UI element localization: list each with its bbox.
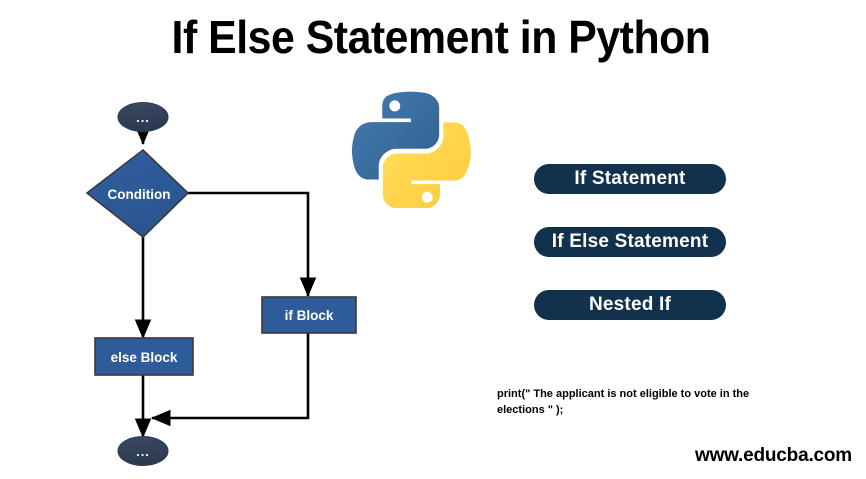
edge-condition-to-if-block bbox=[188, 191, 317, 298]
flowchart-node-start: ... bbox=[117, 102, 169, 132]
flowchart-node-end-label: ... bbox=[136, 444, 150, 459]
if-else-flowchart: ... Condition if Block else Block ... bbox=[0, 0, 380, 479]
flowchart-node-condition-label: Condition bbox=[108, 187, 171, 202]
flowchart-node-if-block: if Block bbox=[261, 296, 357, 334]
flowchart-node-if-block-label: if Block bbox=[285, 308, 334, 323]
pill-if-else-statement[interactable]: If Else Statement bbox=[534, 227, 726, 257]
flowchart-node-else-block-label: else Block bbox=[111, 350, 178, 365]
flowchart-node-end: ... bbox=[117, 436, 169, 466]
code-snippet-line-1: print(" The applicant is not eligible to… bbox=[497, 388, 750, 400]
code-snippet: print(" The applicant is not eligible to… bbox=[497, 386, 775, 418]
flowchart-node-start-label: ... bbox=[136, 110, 150, 125]
edge-if-block-to-end bbox=[150, 333, 310, 427]
python-logo-yellow-half bbox=[382, 122, 471, 212]
pill-nested-if[interactable]: Nested If bbox=[534, 290, 726, 320]
watermark: www.educba.com bbox=[695, 445, 852, 466]
code-snippet-line-2: elections " ); bbox=[497, 404, 564, 416]
flowchart-node-else-block: else Block bbox=[94, 337, 194, 376]
python-logo-blue-half bbox=[351, 91, 440, 180]
page-title: If Else Statement in Python bbox=[171, 11, 711, 63]
flowchart-node-condition: Condition bbox=[85, 148, 190, 239]
python-logo bbox=[350, 86, 472, 212]
pill-if-statement[interactable]: If Statement bbox=[534, 164, 726, 194]
